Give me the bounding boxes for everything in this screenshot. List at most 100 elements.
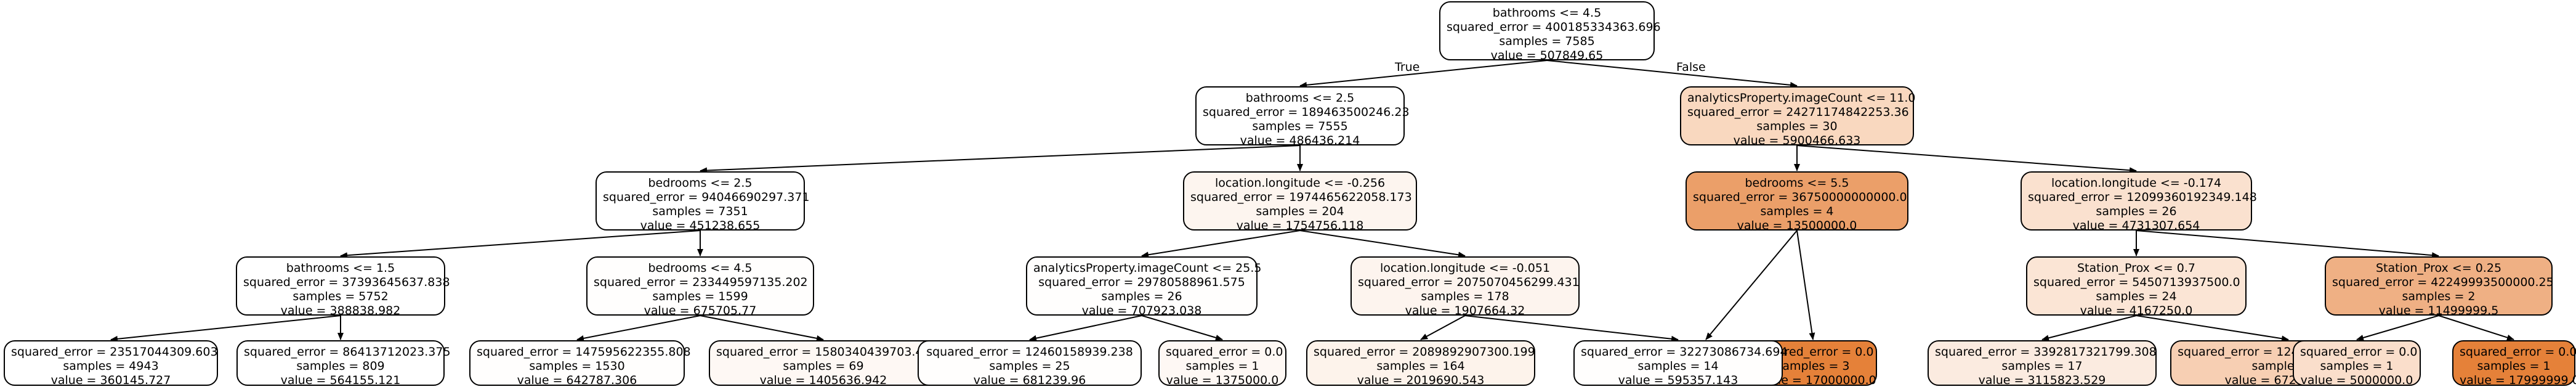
node-text-line: value = 564155.121	[280, 374, 401, 387]
node-text-line: squared_error = 189463500246.23	[1203, 105, 1410, 119]
node-text-line: value = 2019690.543	[1357, 374, 1485, 387]
node-text-line: value = 507849.65	[1490, 49, 1604, 62]
node-text-line: value = 486436.214	[1240, 134, 1360, 147]
node-text-line: value = 707923.038	[1081, 304, 1202, 317]
tree-edge	[1464, 315, 1679, 342]
tree-edge	[700, 145, 1301, 174]
node-text-line: value = 1907664.32	[1405, 304, 1525, 317]
node-text-line: value = 3115823.529	[1978, 374, 2106, 387]
node-text-line: bedrooms <= 2.5	[648, 176, 753, 190]
tree-edge	[1299, 230, 1466, 258]
tree-edge	[2356, 315, 2439, 341]
tree-edge	[340, 230, 701, 259]
node-text-line: bedrooms <= 5.5	[1745, 176, 1849, 190]
node-text-line: samples = 14	[1637, 359, 1719, 373]
node-text-line: squared_error = 24271174842253.36	[1687, 105, 1909, 119]
tree-edge	[2136, 230, 2439, 259]
node-text-line: samples = 5752	[293, 290, 389, 303]
node-text-line: samples = 164	[1376, 359, 1465, 373]
node-text-line: squared_error = 1974465622058.173	[1190, 190, 1412, 204]
node-text-line: value = 1405636.942	[759, 374, 887, 387]
node-text-line: samples = 2	[2402, 290, 2476, 303]
tree-edge	[1420, 315, 1466, 340]
tree-edge	[1796, 230, 1815, 340]
node-text-line: value = 4167250.0	[2080, 304, 2193, 317]
node-text-line: samples = 1	[2320, 359, 2394, 373]
tree-edge	[2136, 315, 2289, 342]
node-text-line: squared_error = 1580340439703.417	[716, 345, 938, 359]
edge-label-false: False	[1676, 60, 1706, 74]
node-text-line: value = 642787.306	[517, 374, 637, 387]
node-text-line: Station_Prox <= 0.25	[2375, 261, 2502, 275]
node-text-line: location.longitude <= -0.174	[2051, 176, 2222, 190]
node-text-line: value = 681239.96	[973, 374, 1086, 387]
tree-edge	[1796, 145, 2137, 174]
node-text-line: samples = 25	[989, 359, 1070, 373]
node-text-line: squared_error = 400185334363.696	[1447, 20, 1661, 34]
node-text-line: squared_error = 0.0	[2300, 345, 2418, 359]
node-text-line: squared_error = 94046690297.371	[603, 190, 810, 204]
node-text-line: bathrooms <= 2.5	[1245, 91, 1355, 105]
node-text-line: value = 17000000.0	[1756, 374, 1876, 387]
node-text-line: value = 451238.655	[640, 219, 761, 232]
node-text-line: squared_error = 12460158939.238	[926, 345, 1133, 359]
node-text-line: value = 5900466.633	[1733, 134, 1861, 147]
node-text-line: value = 675705.77	[644, 304, 757, 317]
node-text-line: squared_error = 12099360192349.148	[2028, 190, 2257, 204]
node-text-line: samples = 7351	[652, 205, 748, 218]
node-text-line: samples = 4943	[63, 359, 159, 373]
node-text-line: samples = 7555	[1252, 120, 1348, 133]
node-text-line: samples = 4	[1760, 205, 1834, 218]
node-text-line: location.longitude <= -0.256	[1214, 176, 1386, 190]
node-text-line: Station_Prox <= 0.7	[2077, 261, 2195, 275]
node-text-line: squared_error = 37393645637.838	[243, 276, 450, 289]
node-text-line: squared_error = 32273086734.694	[1581, 345, 1788, 359]
tree-edge	[1299, 60, 1548, 88]
node-text-line: squared_error = 86413712023.375	[244, 345, 451, 359]
node-text-line: samples = 1599	[652, 290, 748, 303]
node-text-line: samples = 809	[296, 359, 385, 373]
tree-edge	[576, 315, 701, 341]
node-text-line: value = 17999999.0	[2460, 374, 2576, 387]
node-text-line: samples = 1	[2477, 359, 2551, 373]
node-text-line: squared_error = 36750000000000.0	[1693, 190, 1907, 204]
node-text-line: samples = 3	[1776, 359, 1850, 373]
node-text-line: samples = 7585	[1499, 35, 1595, 48]
tree-edge	[1546, 60, 1798, 88]
tree-edge	[1141, 315, 1223, 341]
node-text-line: squared_error = 0.0	[1756, 345, 1874, 359]
node-text-line: samples = 17	[2001, 359, 2083, 373]
node-text-line: samples = 204	[1256, 205, 1344, 218]
node-text-line: value = 388838.982	[280, 304, 401, 317]
node-text-line: squared_error = 0.0	[2460, 345, 2576, 359]
node-text-line: squared_error = 2089892907300.199	[1314, 345, 1535, 359]
node-text-line: samples = 1530	[529, 359, 625, 373]
tree-edge	[700, 315, 824, 341]
node-text-line: squared_error = 23517044309.603	[11, 345, 218, 359]
tree-edge	[2438, 315, 2514, 341]
node-text-line: analyticsProperty.imageCount <= 11.0	[1687, 91, 1916, 105]
node-text-line: squared_error = 233449597135.202	[594, 276, 808, 289]
node-text-line: samples = 69	[783, 359, 864, 373]
node-text-line: squared_error = 2075070456299.431	[1358, 276, 1580, 289]
